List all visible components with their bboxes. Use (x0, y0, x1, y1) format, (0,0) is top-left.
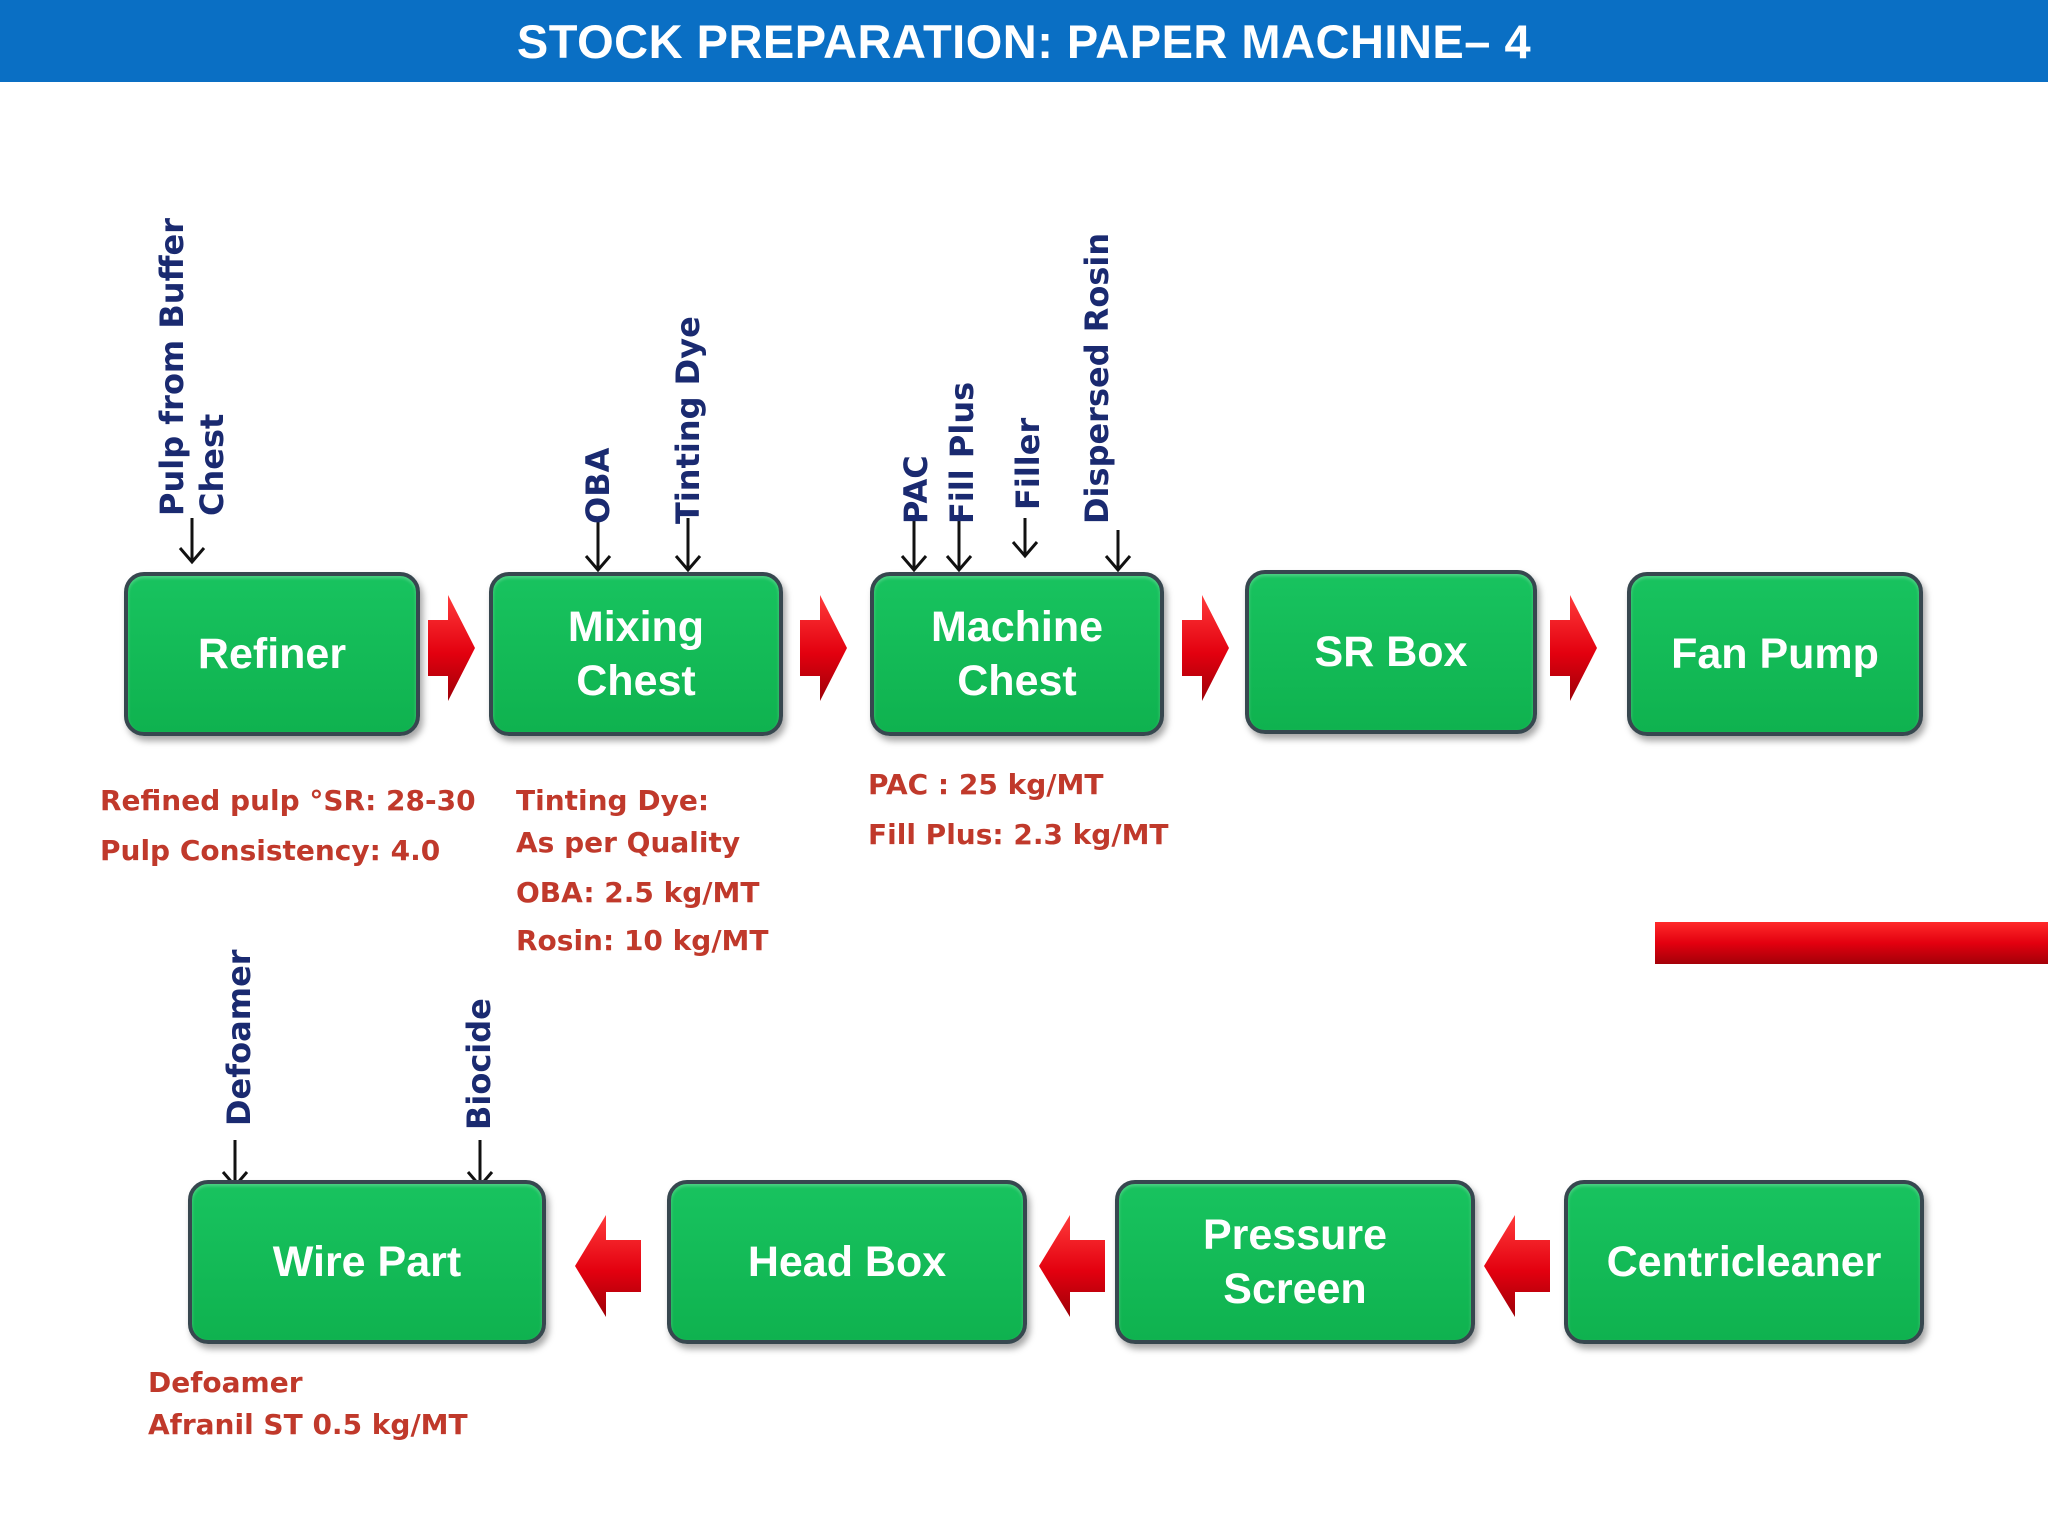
input-label-oba: OBA (579, 447, 617, 524)
note-as-per-quality: As per Quality (516, 826, 741, 859)
input-label-filler: Filler (1009, 417, 1047, 510)
arrow-machine-to-srbox (1182, 595, 1229, 701)
arrow-pressure-to-headbox (1039, 1215, 1105, 1317)
pressure-screen-box: Pressure Screen (1115, 1180, 1475, 1344)
note-pulp-consistency: Pulp Consistency: 4.0 (100, 834, 441, 867)
input-label-tinting-dye: Tinting Dye (669, 316, 707, 524)
note-afranil-dose: Afranil ST 0.5 kg/MT (148, 1408, 468, 1441)
head-box-box: Head Box (667, 1180, 1027, 1344)
centricleaner-box: Centricleaner (1564, 1180, 1924, 1344)
arrow-mixing-to-machine (800, 595, 847, 701)
sr-box: SR Box (1245, 570, 1537, 734)
arrow-centricleaner-to-pressure (1484, 1215, 1550, 1317)
refiner-box: Refiner (124, 572, 420, 736)
arrow-refiner-to-mixing (428, 595, 475, 701)
mixing-chest-box: Mixing Chest (489, 572, 783, 736)
machine-chest-box: Machine Chest (870, 572, 1164, 736)
note-rosin-dose: Rosin: 10 kg/MT (516, 924, 769, 957)
input-label-pac: PAC (897, 455, 935, 524)
input-label-pulp-from-buffer-chest: Pulp from Buffer Chest (153, 218, 231, 516)
input-label-biocide: Biocide (460, 998, 498, 1130)
note-tinting-dye: Tinting Dye: (516, 784, 710, 817)
arrow-headbox-to-wire (575, 1215, 641, 1317)
note-oba-dose: OBA: 2.5 kg/MT (516, 876, 760, 909)
note-pac-dose: PAC : 25 kg/MT (868, 768, 1104, 801)
input-label-fill-plus: Fill Plus (943, 381, 981, 524)
page-title: STOCK PREPARATION: PAPER MACHINE– 4 (0, 0, 2048, 82)
note-refined-pulp-sr: Refined pulp °SR: 28-30 (100, 784, 476, 817)
note-defoamer: Defoamer (148, 1366, 303, 1399)
arrow-srbox-to-fanpump (1550, 595, 1597, 701)
wire-part-box: Wire Part (188, 1180, 546, 1344)
connector-bar (1655, 922, 2048, 964)
note-fill-plus-dose: Fill Plus: 2.3 kg/MT (868, 818, 1169, 851)
fan-pump-box: Fan Pump (1627, 572, 1923, 736)
input-label-dispersed-rosin: Dispersed Rosin (1078, 232, 1116, 524)
input-label-defoamer: Defoamer (220, 949, 258, 1126)
